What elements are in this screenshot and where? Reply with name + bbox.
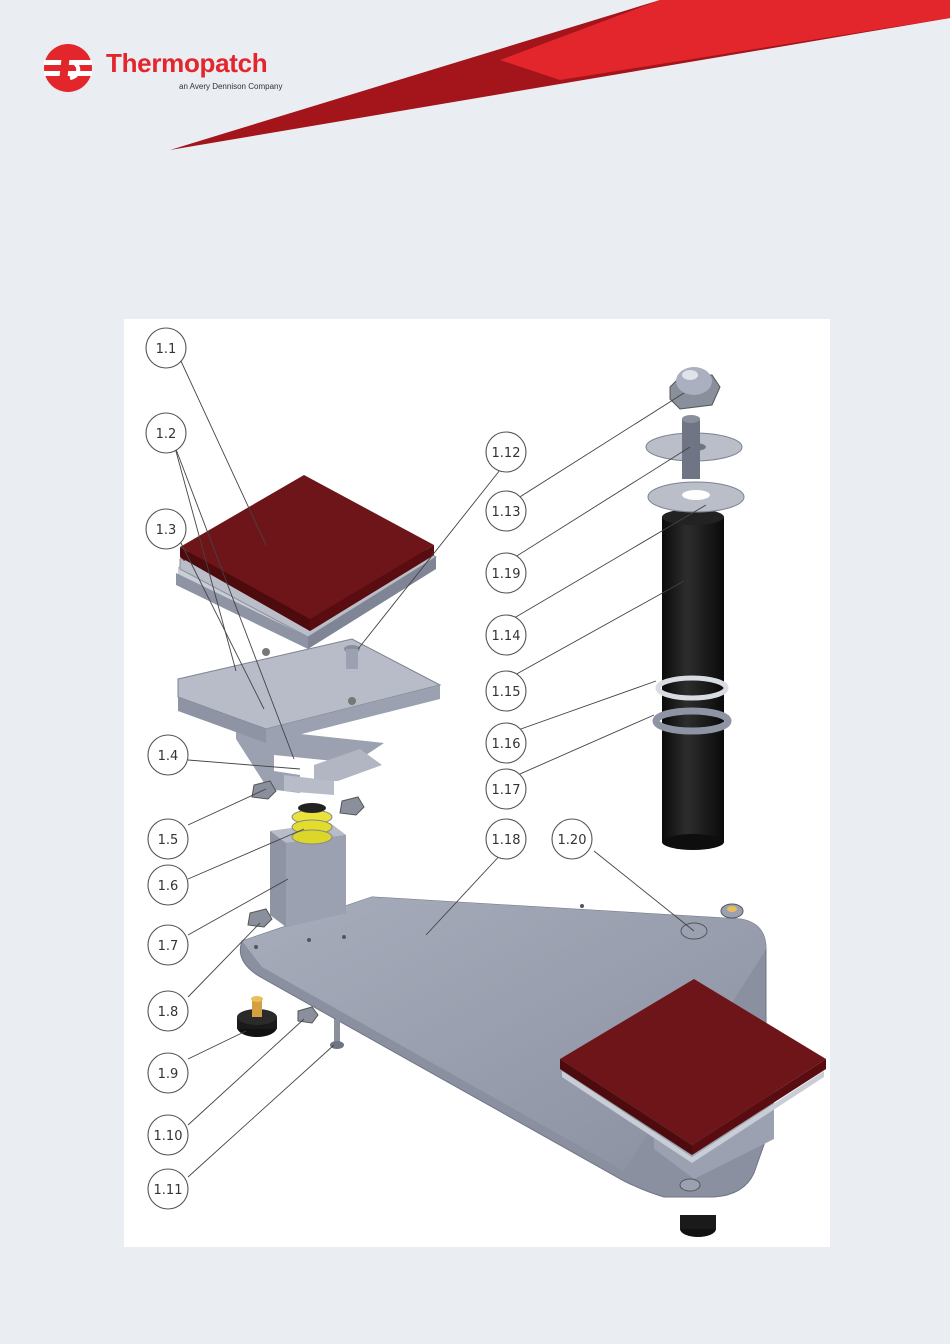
- callout-1-20: 1.20: [552, 819, 592, 859]
- yellow-spring: [292, 803, 332, 844]
- top-heat-pad: [176, 475, 436, 649]
- callout-1-13: 1.13: [486, 491, 526, 531]
- callout-1-1: 1.1: [146, 328, 186, 368]
- callout-1-3: 1.3: [146, 509, 186, 549]
- callout-label: 1.13: [492, 505, 521, 520]
- callout-label: 1.20: [558, 833, 587, 848]
- callout-1-14: 1.14: [486, 615, 526, 655]
- heat-plate-carrier: [178, 639, 440, 743]
- callout-1-17: 1.17: [486, 769, 526, 809]
- threaded-stud: [682, 415, 700, 479]
- thermopatch-logo[interactable]: Thermopatch an Avery Dennison Company: [40, 42, 300, 94]
- callout-label: 1.10: [154, 1129, 183, 1144]
- callout-1-18: 1.18: [486, 819, 526, 859]
- callout-1-19: 1.19: [486, 553, 526, 593]
- cap-nut: [670, 367, 720, 409]
- callout-1-11: 1.11: [148, 1169, 188, 1209]
- callout-1-5: 1.5: [148, 819, 188, 859]
- callout-label: 1.18: [492, 833, 521, 848]
- callout-1-4: 1.4: [148, 735, 188, 775]
- callout-label: 1.7: [158, 939, 179, 954]
- callout-label: 1.11: [154, 1183, 183, 1198]
- callout-1-6: 1.6: [148, 865, 188, 905]
- assembly-illustration: 1.1 1.2 1.3 1.4 1.5 1.6 1.7 1.8 1.9 1.10…: [124, 319, 830, 1247]
- callout-label: 1.19: [492, 567, 521, 582]
- callout-1-8: 1.8: [148, 991, 188, 1031]
- brand-tagline: an Avery Dennison Company: [179, 82, 282, 91]
- callout-1-16: 1.16: [486, 723, 526, 763]
- callout-label: 1.16: [492, 737, 521, 752]
- callout-label: 1.2: [156, 427, 177, 442]
- callout-label: 1.14: [492, 629, 521, 644]
- callout-label: 1.17: [492, 783, 521, 798]
- callout-label: 1.5: [158, 833, 179, 848]
- callout-label: 1.8: [158, 1005, 179, 1020]
- callout-1-12: 1.12: [486, 432, 526, 472]
- callout-label: 1.12: [492, 446, 521, 461]
- callout-label: 1.4: [158, 749, 179, 764]
- thermopatch-logo-icon: [40, 42, 96, 94]
- exploded-assembly-drawing: 1.1 1.2 1.3 1.4 1.5 1.6 1.7 1.8 1.9 1.10…: [124, 319, 830, 1247]
- callout-label: 1.3: [156, 523, 177, 538]
- callout-1-15: 1.15: [486, 671, 526, 711]
- callout-1-10: 1.10: [148, 1115, 188, 1155]
- callout-label: 1.1: [156, 342, 177, 357]
- header-banner-shape: [0, 0, 950, 210]
- socket-screw: [344, 645, 360, 669]
- brand-name: Thermopatch: [106, 48, 267, 79]
- page-header: Thermopatch an Avery Dennison Company: [0, 0, 950, 210]
- callout-label: 1.15: [492, 685, 521, 700]
- callout-1-9: 1.9: [148, 1053, 188, 1093]
- callout-label: 1.6: [158, 879, 179, 894]
- callout-1-7: 1.7: [148, 925, 188, 965]
- callout-1-2: 1.2: [146, 413, 186, 453]
- callout-label: 1.9: [158, 1067, 179, 1082]
